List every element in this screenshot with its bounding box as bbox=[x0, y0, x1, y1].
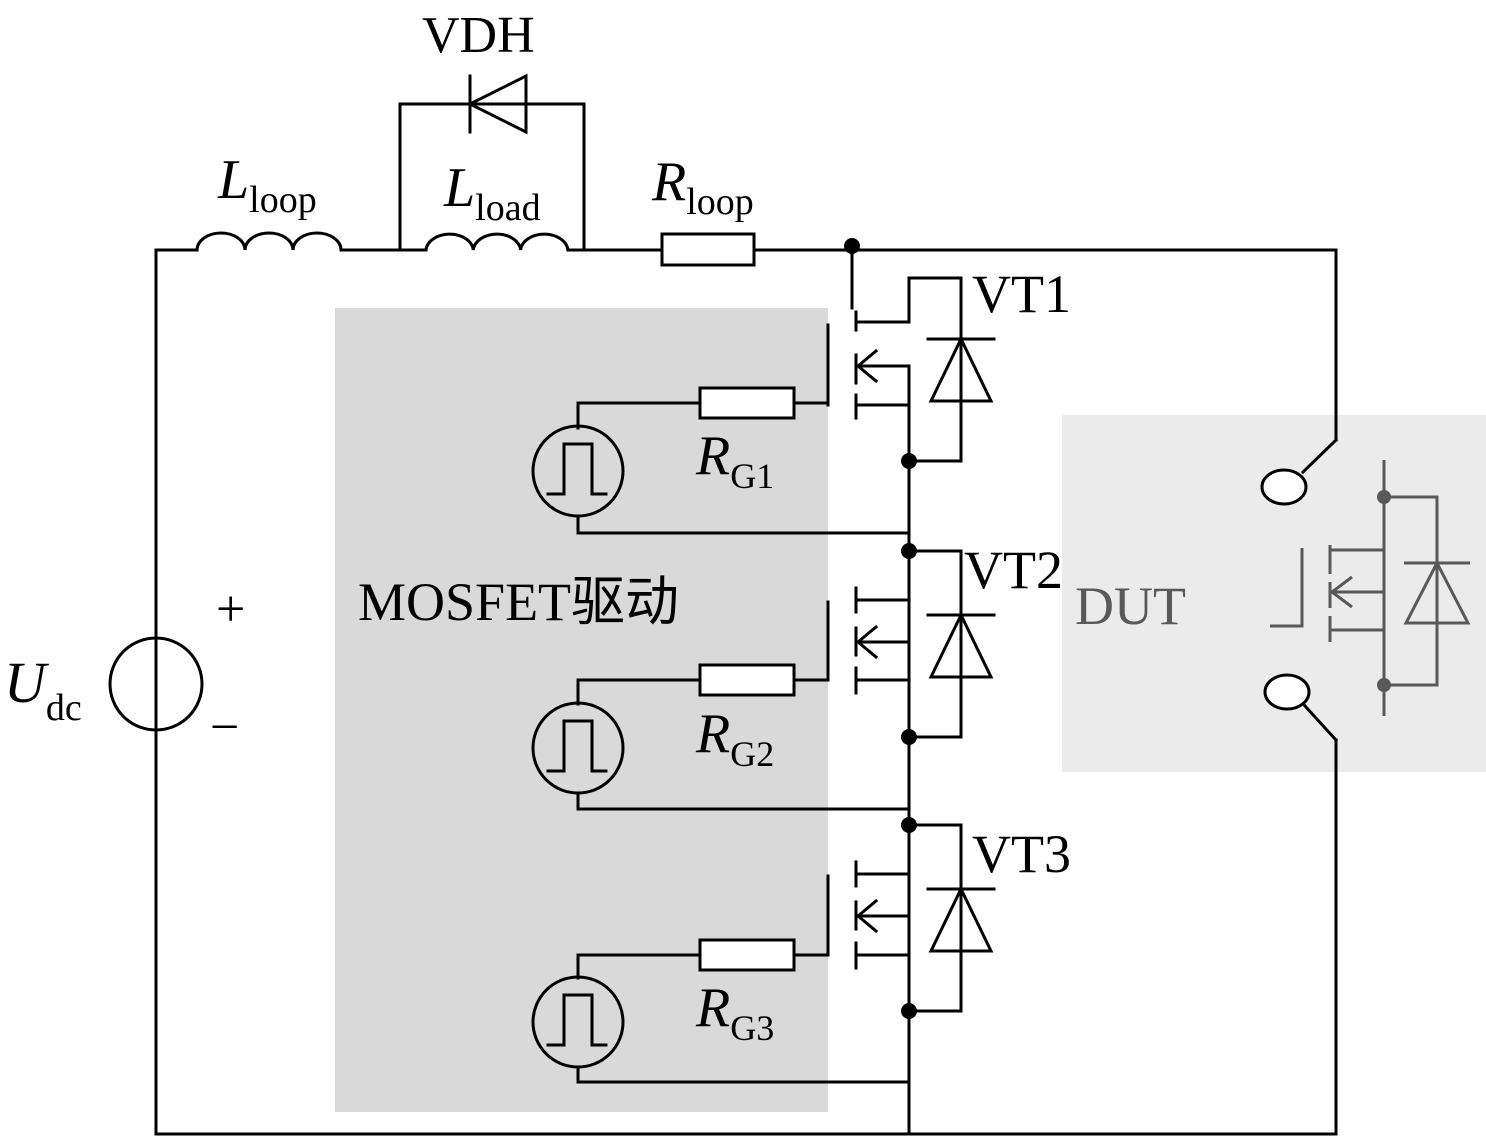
label-dut: DUT bbox=[1075, 576, 1186, 636]
label-udc: Udc bbox=[4, 650, 82, 729]
mosfet-vt1 bbox=[826, 244, 996, 463]
diode-vdh bbox=[398, 73, 586, 252]
resistor-rg1 bbox=[698, 386, 796, 420]
resistor-rg3 bbox=[698, 938, 796, 972]
label-l-loop: Lloop bbox=[217, 149, 317, 221]
gate-driver-3 bbox=[531, 938, 911, 1084]
mosfet-vt2 bbox=[826, 549, 996, 739]
dc-voltage-source bbox=[108, 636, 204, 732]
label-l-load: Lload bbox=[443, 157, 541, 229]
gate-driver-2 bbox=[531, 663, 911, 811]
label-mosfet-driver: MOSFET驱动 bbox=[358, 572, 679, 632]
terminal-upper bbox=[1260, 468, 1308, 506]
resistor-rg2 bbox=[698, 663, 796, 697]
mosfet-vt3 bbox=[826, 823, 996, 1013]
label-r-loop: Rloop bbox=[651, 151, 754, 223]
label-vt3: VT3 bbox=[972, 824, 1071, 884]
dut-terminals bbox=[1260, 437, 1339, 743]
gate-driver-1 bbox=[531, 386, 911, 535]
label-rg2: RG2 bbox=[695, 703, 774, 774]
label-vt2: VT2 bbox=[964, 540, 1063, 600]
label-minus: − bbox=[210, 699, 239, 756]
resistor-r-loop bbox=[660, 232, 756, 267]
mosfet-driver-region bbox=[335, 308, 828, 1112]
label-plus: + bbox=[216, 581, 245, 638]
dut-mosfet-symbol bbox=[1270, 460, 1471, 716]
inductor-l-loop bbox=[195, 231, 343, 251]
label-vdh: VDH bbox=[422, 7, 535, 64]
label-rg3: RG3 bbox=[695, 977, 774, 1048]
label-rg1: RG1 bbox=[695, 425, 774, 496]
inductor-l-load bbox=[424, 232, 570, 251]
label-vt1: VT1 bbox=[972, 264, 1071, 324]
terminal-lower bbox=[1263, 673, 1311, 711]
